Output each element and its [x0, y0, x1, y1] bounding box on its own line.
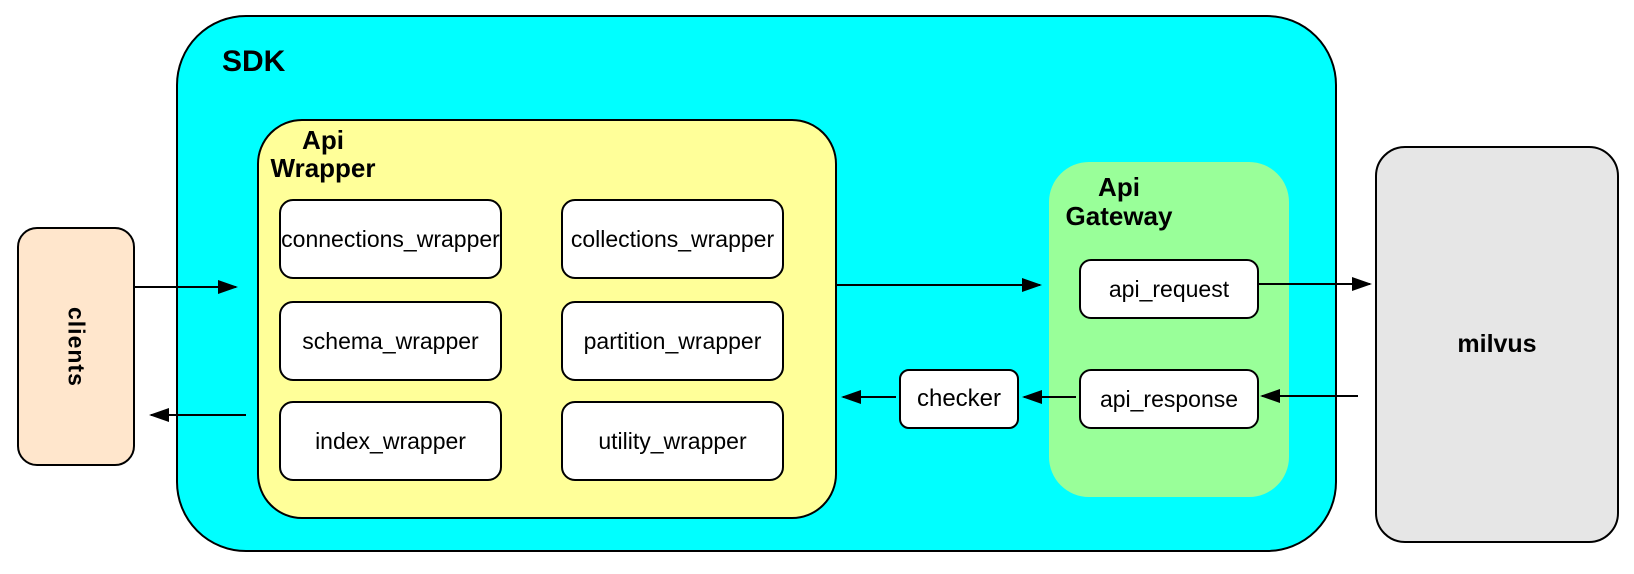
- api-gateway-container: Api Gateway api_request api_response: [1049, 162, 1289, 497]
- api-gateway-label-line2: Gateway: [1065, 200, 1173, 231]
- node-collections-wrapper: collections_wrapper: [561, 199, 784, 279]
- node-utility-wrapper: utility_wrapper: [561, 401, 784, 481]
- api-wrapper-label-line2: Wrapper: [270, 153, 376, 184]
- api-wrapper-label-line1: Api: [302, 125, 344, 155]
- sdk-label: SDK: [222, 45, 286, 78]
- milvus-node: milvus: [1375, 146, 1619, 543]
- node-schema-wrapper: schema_wrapper: [279, 301, 502, 381]
- node-connections-wrapper-label: connections_wrapper: [281, 225, 500, 252]
- sdk-container: SDK Api Wrapper connections_wrapper coll…: [176, 15, 1337, 552]
- node-api-request: api_request: [1079, 259, 1259, 319]
- api-wrapper-container: Api Wrapper connections_wrapper collecti…: [257, 119, 837, 519]
- checker-node: checker: [899, 369, 1019, 429]
- checker-label: checker: [916, 385, 1002, 412]
- node-partition-wrapper-label: partition_wrapper: [583, 327, 762, 354]
- node-collections-wrapper-label: collections_wrapper: [570, 225, 775, 252]
- api-gateway-label: Api Gateway: [1049, 173, 1189, 230]
- api-wrapper-label: Api Wrapper: [259, 126, 387, 182]
- clients-label: clients: [63, 306, 90, 387]
- node-schema-wrapper-label: schema_wrapper: [302, 327, 479, 354]
- node-api-request-label: api_request: [1108, 275, 1230, 302]
- node-utility-wrapper-label: utility_wrapper: [598, 427, 747, 454]
- clients-node: clients: [17, 227, 135, 466]
- node-index-wrapper-label: index_wrapper: [315, 427, 466, 454]
- api-gateway-label-line1: Api: [1098, 172, 1140, 202]
- node-connections-wrapper: connections_wrapper: [279, 199, 502, 279]
- node-api-response-label: api_response: [1099, 385, 1239, 412]
- milvus-label: milvus: [1457, 330, 1537, 358]
- node-api-response: api_response: [1079, 369, 1259, 429]
- node-index-wrapper: index_wrapper: [279, 401, 502, 481]
- node-partition-wrapper: partition_wrapper: [561, 301, 784, 381]
